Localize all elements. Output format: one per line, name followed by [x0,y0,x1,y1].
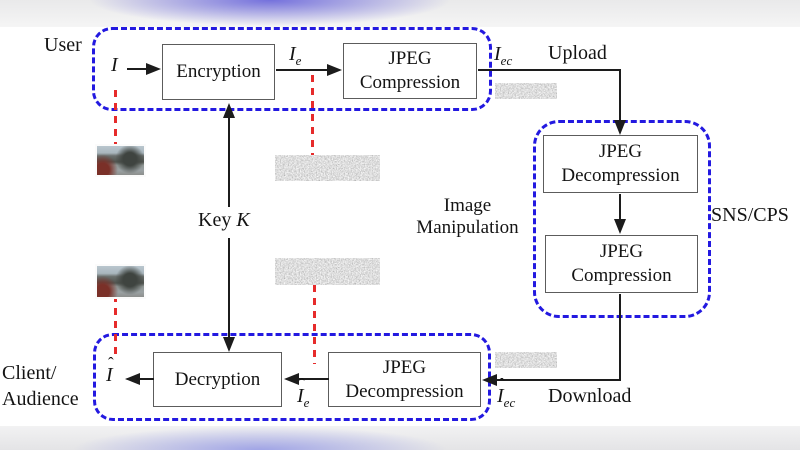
arrowhead-decryption-to-ihat [125,373,140,385]
sns-region-label: SNS/CPS [711,204,789,226]
arrowhead-upload [614,120,626,135]
compressed-encrypted-strip-upload [495,83,557,99]
compressed-encrypted-strip-download [495,352,557,368]
line-upload-horizontal [478,69,621,71]
line-key-upper [228,117,230,207]
box-encryption: Encryption [162,44,275,100]
key-word: Key [198,209,232,231]
line-upload-vertical [619,69,621,121]
arrowhead-sns-internal [614,219,626,234]
line-decryption-to-ihat [139,378,154,380]
label-upload: Upload [548,42,607,64]
key-variable: K [236,209,250,231]
encrypted-image-strip-top [275,155,380,181]
box-jpeg-decompression-sns: JPEG Decompression [543,135,698,193]
arrowhead-decompression-to-decryption [284,373,299,385]
decrypted-image-thumbnail [95,264,146,299]
arrowhead-encryption-to-compression [327,64,342,76]
label-i: I [111,54,118,76]
line-download-vertical [619,294,621,381]
redline-i-to-original-thumb [114,90,117,144]
line-i-to-encryption [127,68,147,70]
line-sns-internal [619,194,621,220]
line-download-horizontal [496,379,621,381]
arrowhead-i-to-encryption [146,63,161,75]
user-region-label: User [44,34,82,56]
arrowhead-key-down [223,337,235,352]
box-jpeg-compression-sns: JPEG Compression [545,235,698,293]
label-download: Download [548,385,632,407]
arrowhead-download [482,374,497,386]
redline-encrypted-strip-to-ihat-e [313,285,316,364]
arrowhead-key-up [223,103,235,118]
client-region-label-line2: Audience [2,388,79,410]
box-jpeg-compression-user: JPEG Compression [343,43,477,99]
line-decompression-to-decryption [297,378,329,380]
label-i-ec: Iec [494,43,513,68]
redline-decrypted-thumb-to-ihat [114,295,117,357]
client-region-label-line1: Client/ [2,362,57,384]
redline-ie-to-encrypted-strip [311,75,314,155]
line-encryption-to-compression [276,69,328,71]
top-video-band [0,0,800,27]
label-image-manipulation: Image Manipulation [416,195,519,238]
original-image-thumbnail [95,144,146,177]
box-decryption: Decryption [153,352,282,407]
encrypted-image-strip-bottom [275,258,380,285]
line-key-lower [228,238,230,338]
client-region-label: Client/ Audience [2,360,79,412]
label-i-e: Ie [289,43,302,68]
label-key-k: Key K [198,209,250,232]
box-jpeg-decompression-client: JPEG Decompression [328,352,481,407]
bottom-video-band [0,426,800,450]
